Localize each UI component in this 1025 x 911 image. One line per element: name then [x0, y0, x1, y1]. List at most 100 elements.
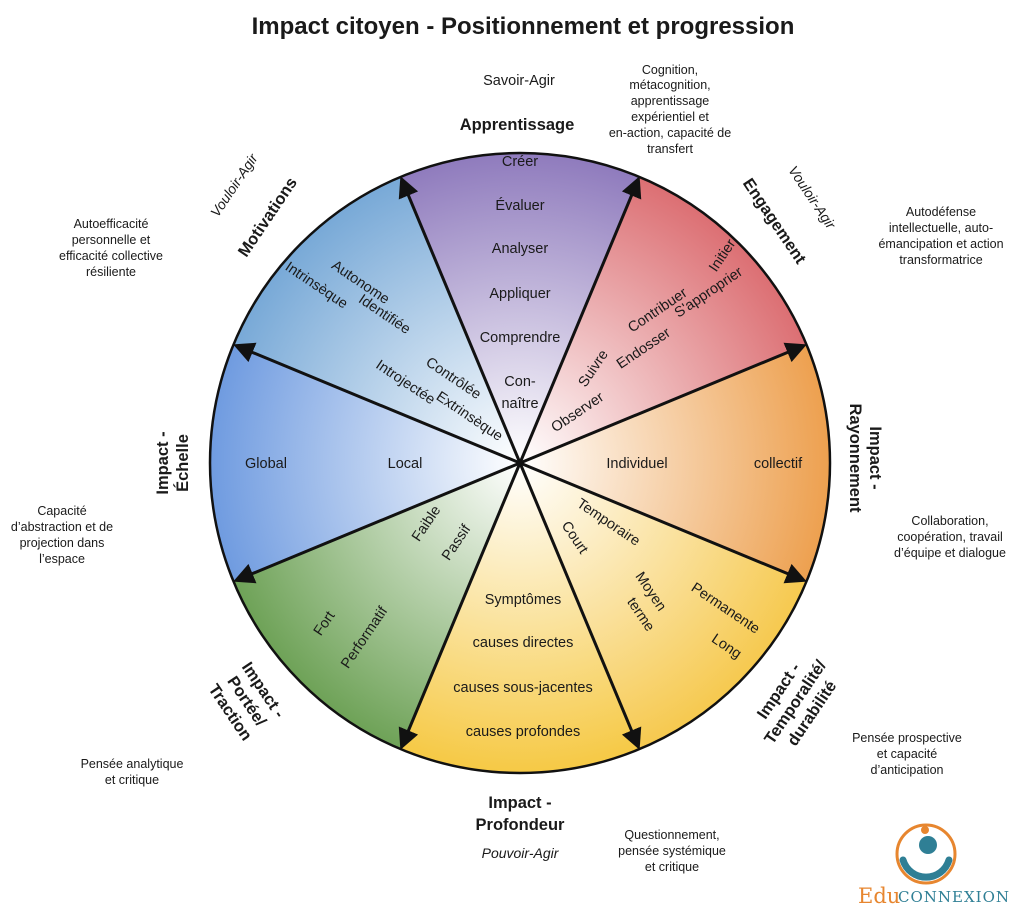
- title-motivations: Motivations: [235, 174, 301, 260]
- note-collaboration-line1: Collaboration,: [911, 514, 988, 528]
- note-cognition-line5: en-action, capacité de: [609, 126, 731, 140]
- note-autodefense: Autodéfense intellectuelle, auto- émanci…: [878, 205, 1003, 267]
- level-evaluer: Évaluer: [495, 197, 544, 214]
- note-abstraction-line1: Capacité: [37, 504, 86, 518]
- arrow-apprentissage-right: [518, 176, 642, 464]
- logo-ring: [895, 823, 957, 885]
- sector-echelle: [210, 344, 521, 582]
- title-rayonnement-line2: Rayonnement: [846, 403, 864, 513]
- arrow-rayonnement-down: [519, 461, 807, 584]
- level-individuel: Individuel: [606, 456, 667, 472]
- note-questionnement-line1: Questionnement,: [624, 828, 719, 842]
- level-appliquer: Appliquer: [489, 286, 550, 302]
- note-prospective-line2: et capacité: [877, 747, 938, 761]
- title-echelle: Impact - Échelle: [154, 431, 192, 494]
- note-abstraction: Capacité d’abstraction et de projection …: [11, 504, 113, 566]
- note-autodefense-line3: émancipation et action: [878, 237, 1003, 251]
- note-cognition-line6: transfert: [647, 142, 693, 156]
- note-abstraction-line4: l’espace: [39, 552, 85, 566]
- level-creer: Créer: [502, 154, 538, 170]
- level-causes-sous-jacentes: causes sous-jacentes: [453, 680, 592, 696]
- logo-dot: [921, 826, 929, 834]
- annotation-vouloir-agir-right: Vouloir-Agir: [785, 163, 839, 233]
- note-autoefficacite-line2: personnelle et: [72, 233, 151, 247]
- diagram-title: Impact citoyen - Positionnement et progr…: [252, 13, 795, 40]
- title-apprentissage: Apprentissage: [460, 116, 575, 134]
- logo-swoosh: [899, 856, 953, 881]
- arrow-profondeur-left: [398, 462, 522, 750]
- note-autoefficacite-line1: Autoefficacité: [74, 217, 149, 231]
- note-autoefficacite: Autoefficacité personnelle et efficacité…: [59, 217, 163, 279]
- note-prospective-line1: Pensée prospective: [852, 731, 962, 745]
- sector-engagement: [520, 176, 807, 463]
- logo-figure: [919, 836, 937, 854]
- note-questionnement: Questionnement, pensée systémique et cri…: [618, 828, 726, 874]
- level-comprendre: Comprendre: [480, 330, 561, 346]
- level-analyser: Analyser: [492, 241, 549, 257]
- note-autodefense-line4: transformatrice: [899, 253, 982, 267]
- title-rayonnement-line1: Impact -: [866, 426, 884, 489]
- note-cognition: Cognition, métacognition, apprentissage …: [609, 63, 731, 156]
- title-echelle-line1: Impact -: [154, 431, 172, 494]
- level-global: Global: [245, 456, 287, 472]
- arrow-echelle-up: [233, 342, 521, 465]
- note-analytique-line2: et critique: [105, 773, 159, 787]
- level-connaitre-2: naître: [501, 396, 538, 412]
- logo-text-connexion: CONNEXION: [898, 888, 1010, 906]
- title-portee: Impact - Portée/ Traction: [204, 659, 288, 744]
- note-prospective-line3: d’anticipation: [871, 763, 944, 777]
- profondeur-levels: Symptômes causes directes causes sous-ja…: [453, 592, 592, 740]
- note-cognition-line2: métacognition,: [629, 78, 710, 92]
- sector-apprentissage: [400, 152, 640, 463]
- note-autoefficacite-line3: efficacité collective: [59, 249, 163, 263]
- note-abstraction-line2: d’abstraction et de: [11, 520, 113, 534]
- arrow-apprentissage-left: [398, 176, 522, 464]
- apprentissage-levels: Créer Évaluer Analyser Appliquer Compren…: [480, 154, 561, 412]
- title-temporalite: Impact - Temporalité/ durabilité: [754, 657, 841, 750]
- note-cognition-line1: Cognition,: [642, 63, 698, 77]
- note-autoefficacite-line4: résiliente: [86, 265, 136, 279]
- annotation-vouloir-agir-left: Vouloir-Agir: [207, 150, 261, 220]
- wheel-outline: [208, 151, 832, 775]
- level-symptomes: Symptômes: [485, 592, 562, 608]
- wheel: [208, 151, 832, 775]
- title-echelle-line2: Échelle: [173, 434, 192, 492]
- annotation-pouvoir-agir: Pouvoir-Agir: [482, 845, 560, 861]
- level-causes-directes: causes directes: [473, 635, 574, 651]
- note-questionnement-line2: pensée systémique: [618, 844, 726, 858]
- note-collaboration-line2: coopération, travail: [897, 530, 1003, 544]
- level-local: Local: [388, 456, 423, 472]
- note-cognition-line3: apprentissage: [631, 94, 710, 108]
- note-autodefense-line2: intellectuelle, auto-: [889, 221, 993, 235]
- note-analytique: Pensée analytique et critique: [81, 757, 184, 787]
- rayonnement-levels: Individuel collectif: [606, 456, 803, 472]
- arrow-rayonnement-up: [519, 342, 807, 465]
- note-analytique-line1: Pensée analytique: [81, 757, 184, 771]
- note-cognition-line4: expérientiel et: [631, 110, 709, 124]
- sector-temporalite: [520, 463, 807, 750]
- title-profondeur-line1: Impact -: [488, 794, 551, 812]
- note-autodefense-line1: Autodéfense: [906, 205, 976, 219]
- note-collaboration-line3: d’équipe et dialogue: [894, 546, 1006, 560]
- title-rayonnement: Impact - Rayonnement: [846, 403, 884, 513]
- level-causes-profondes: causes profondes: [466, 724, 580, 740]
- level-connaitre-1: Con-: [504, 374, 536, 390]
- sector-rayonnement: [520, 344, 830, 582]
- logo-text-edu: Edu: [858, 884, 900, 908]
- arrow-profondeur-right: [518, 462, 642, 750]
- note-abstraction-line3: projection dans: [20, 536, 105, 550]
- axis-arrows: [233, 176, 807, 750]
- educonnexion-logo: Edu CONNEXION: [858, 823, 1010, 908]
- note-collaboration: Collaboration, coopération, travail d’éq…: [894, 514, 1006, 560]
- sector-motivations: [233, 176, 520, 463]
- title-profondeur-line2: Profondeur: [476, 816, 565, 834]
- note-prospective: Pensée prospective et capacité d’anticip…: [852, 731, 962, 777]
- note-questionnement-line3: et critique: [645, 860, 699, 874]
- echelle-levels: Global Local: [245, 456, 422, 472]
- arrow-echelle-down: [233, 461, 521, 584]
- side-notes: Cognition, métacognition, apprentissage …: [11, 63, 1006, 874]
- sector-portee: [233, 463, 520, 750]
- level-collectif: collectif: [754, 456, 803, 472]
- annotation-savoir-agir: Savoir-Agir: [483, 73, 555, 89]
